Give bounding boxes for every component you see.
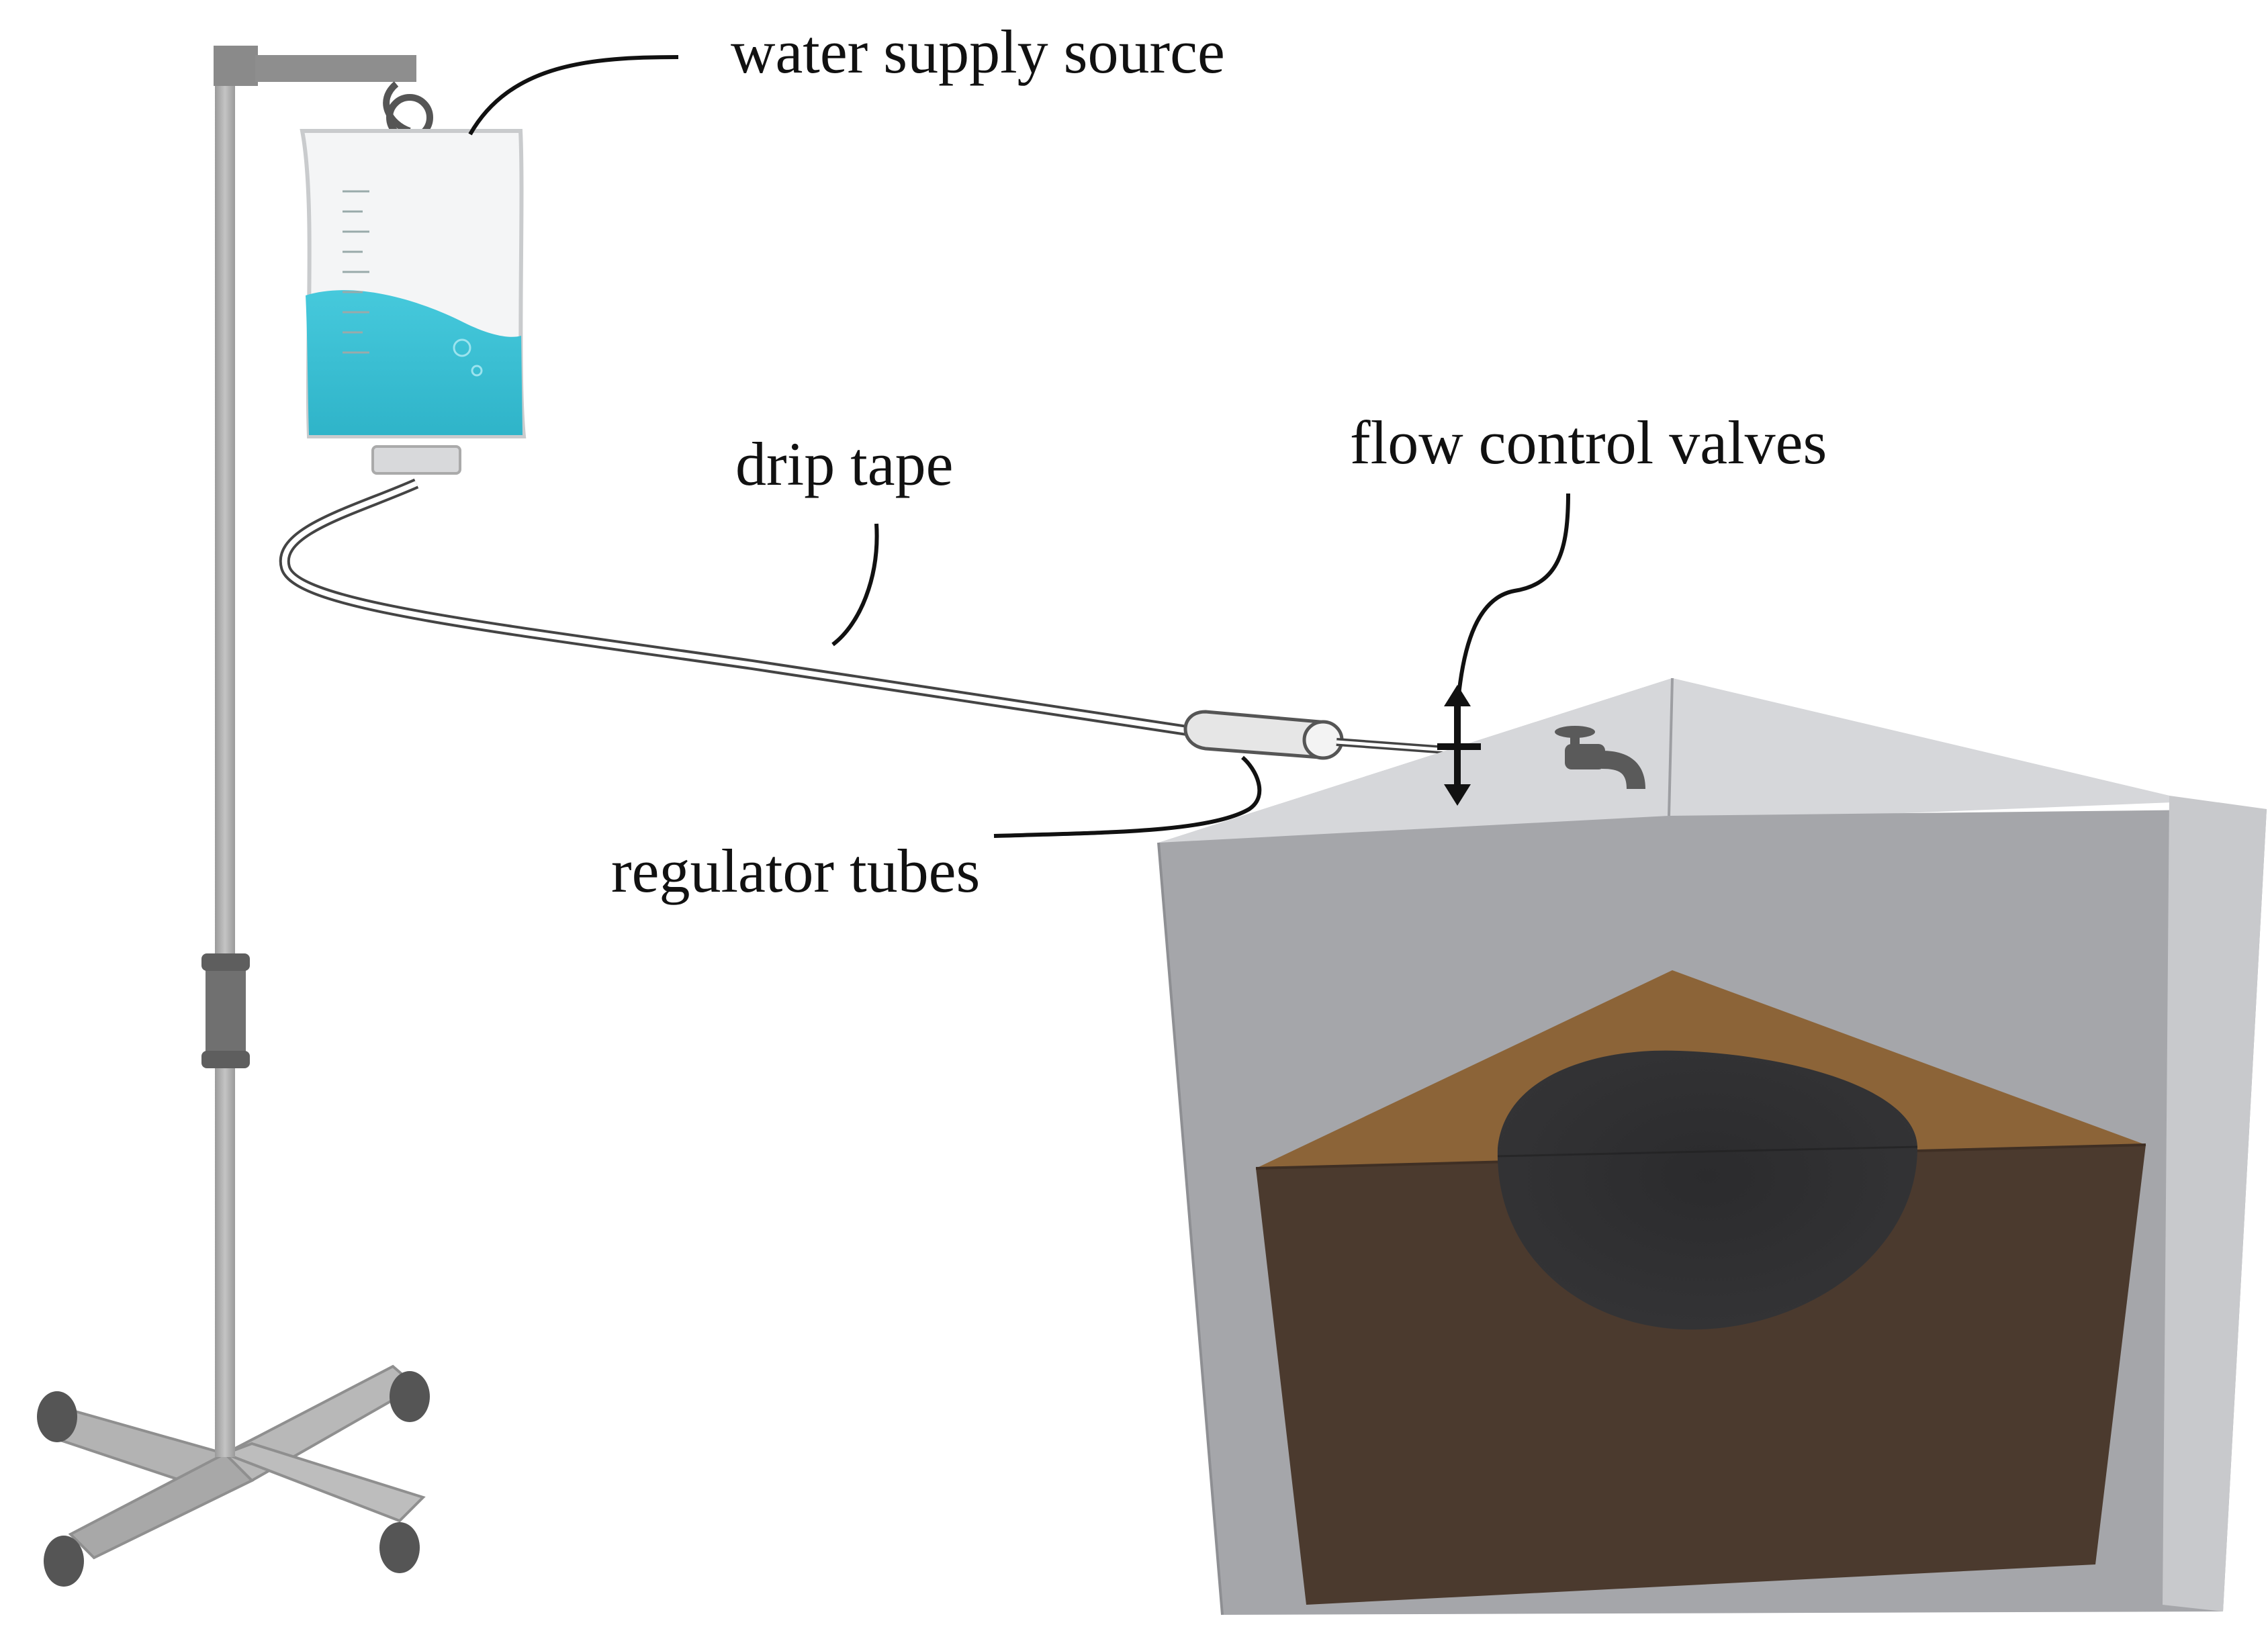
drip-tape-line	[279, 478, 1197, 737]
bag-outlet	[371, 445, 461, 475]
wheel-icon	[37, 1391, 77, 1442]
wheel-icon	[379, 1522, 420, 1573]
wetting-zone	[1497, 1050, 1917, 1330]
soil-front	[1256, 1145, 2146, 1605]
label-drip-tape: drip tape	[735, 430, 953, 498]
wheel-icon	[44, 1536, 84, 1587]
leader-regulator	[993, 755, 1262, 838]
iv-stand-icon	[37, 46, 430, 1587]
stand-arm	[255, 55, 416, 82]
stand-cap	[214, 46, 258, 86]
faucet-icon	[1555, 726, 1645, 789]
stand-clamp	[206, 960, 246, 1068]
label-water-supply-source: water supply source	[731, 17, 1225, 86]
leader-drip-tape	[831, 523, 879, 647]
stand-pole	[215, 74, 235, 1457]
leader-flow-valves	[1457, 493, 1570, 696]
label-regulator-tubes: regulator tubes	[611, 837, 980, 905]
wheel-icon	[390, 1371, 430, 1422]
leader-water-supply	[468, 55, 679, 136]
leader-lines	[468, 55, 1570, 838]
stand-base	[37, 1364, 430, 1587]
soil-container	[1157, 677, 2267, 1615]
valve-arrow-icon	[1437, 685, 1481, 806]
label-flow-control-valves: flow control valves	[1350, 408, 1827, 477]
water-level	[306, 290, 523, 435]
water-bag-icon	[300, 81, 527, 475]
bag-scale	[343, 190, 369, 354]
